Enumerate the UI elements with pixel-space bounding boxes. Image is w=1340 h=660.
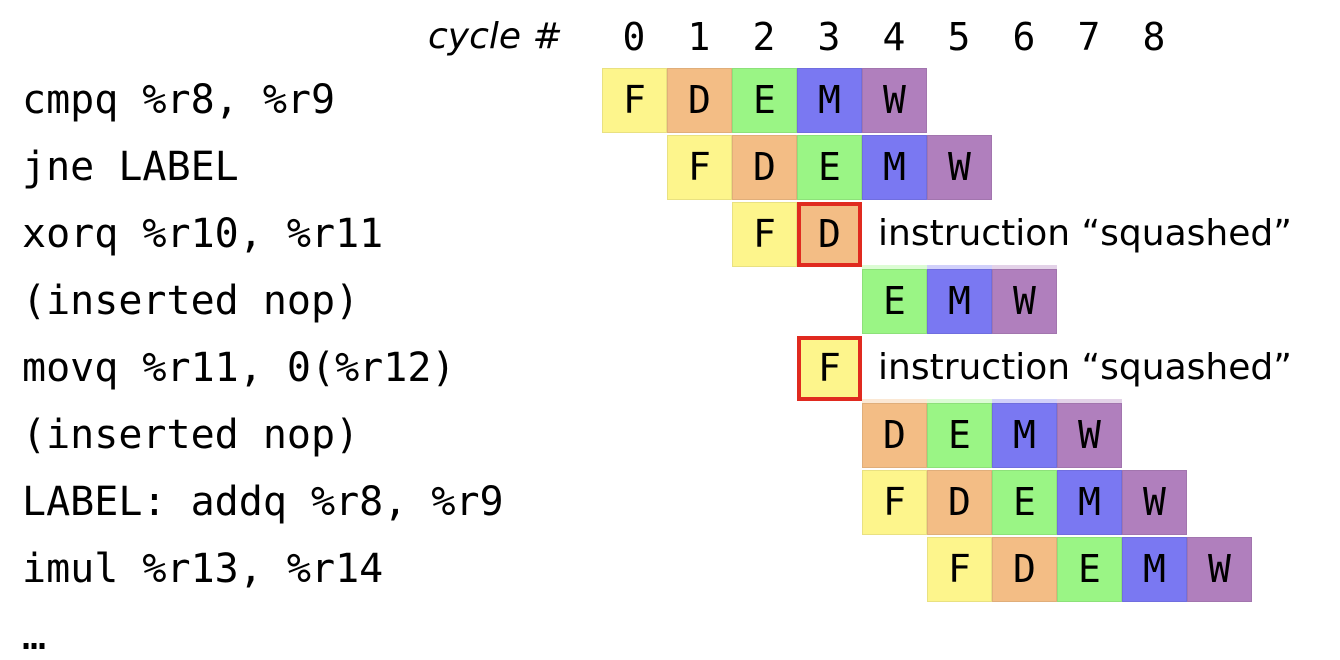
stage-cell-e: E — [927, 403, 992, 468]
instruction-label: (inserted nop) — [22, 412, 360, 458]
stage-cell-m: M — [927, 269, 992, 334]
stage-cell-m: M — [992, 403, 1057, 468]
cycle-header-label: cycle # — [428, 16, 563, 57]
instruction-label: movq %r11, 0(%r12) — [22, 345, 456, 391]
stage-cell-f: F — [862, 470, 927, 535]
stage-cell-m: M — [1057, 470, 1122, 535]
instruction-label: LABEL: addq %r8, %r9 — [22, 479, 504, 525]
cycle-number-5: 5 — [947, 15, 971, 59]
stage-cell-w: W — [992, 269, 1057, 334]
stage-cell-e: E — [797, 135, 862, 200]
instruction-label: imul %r13, %r14 — [22, 546, 384, 592]
cycle-number-3: 3 — [817, 15, 841, 59]
stage-cell-d: D — [732, 135, 797, 200]
stage-cell-w: W — [1122, 470, 1187, 535]
stage-cell-e: E — [732, 68, 797, 133]
stage-cell-e: E — [1057, 537, 1122, 602]
stage-cell-m: M — [1122, 537, 1187, 602]
cycle-number-7: 7 — [1077, 15, 1101, 59]
stage-cell-f: F — [602, 68, 667, 133]
stage-cell-f: F — [797, 336, 862, 401]
cycle-number-8: 8 — [1142, 15, 1166, 59]
stage-cell-e: E — [992, 470, 1057, 535]
squashed-note: instruction “squashed” — [878, 213, 1292, 254]
stage-cell-f: F — [667, 135, 732, 200]
instruction-label: jne LABEL — [22, 144, 239, 190]
stage-cell-d: D — [667, 68, 732, 133]
instruction-label: (inserted nop) — [22, 278, 360, 324]
stage-cell-w: W — [1187, 537, 1252, 602]
stage-cell-e: E — [862, 269, 927, 334]
instruction-label: xorq %r10, %r11 — [22, 211, 384, 257]
stage-cell-w: W — [862, 68, 927, 133]
stage-cell-w: W — [1057, 403, 1122, 468]
stage-cell-m: M — [797, 68, 862, 133]
instruction-label: … — [22, 613, 47, 659]
stage-cell-d: D — [927, 470, 992, 535]
stage-cell-d: D — [862, 403, 927, 468]
instruction-label: cmpq %r8, %r9 — [22, 77, 336, 123]
cycle-number-4: 4 — [882, 15, 906, 59]
stage-cell-f: F — [732, 202, 797, 267]
stage-cell-m: M — [862, 135, 927, 200]
cycle-number-2: 2 — [752, 15, 776, 59]
stage-cell-d: D — [992, 537, 1057, 602]
cycle-number-0: 0 — [622, 15, 646, 59]
stage-cell-f: F — [927, 537, 992, 602]
stage-cell-d: D — [797, 202, 862, 267]
stage-cell-w: W — [927, 135, 992, 200]
cycle-number-1: 1 — [687, 15, 711, 59]
squashed-note: instruction “squashed” — [878, 347, 1292, 388]
cycle-number-6: 6 — [1012, 15, 1036, 59]
